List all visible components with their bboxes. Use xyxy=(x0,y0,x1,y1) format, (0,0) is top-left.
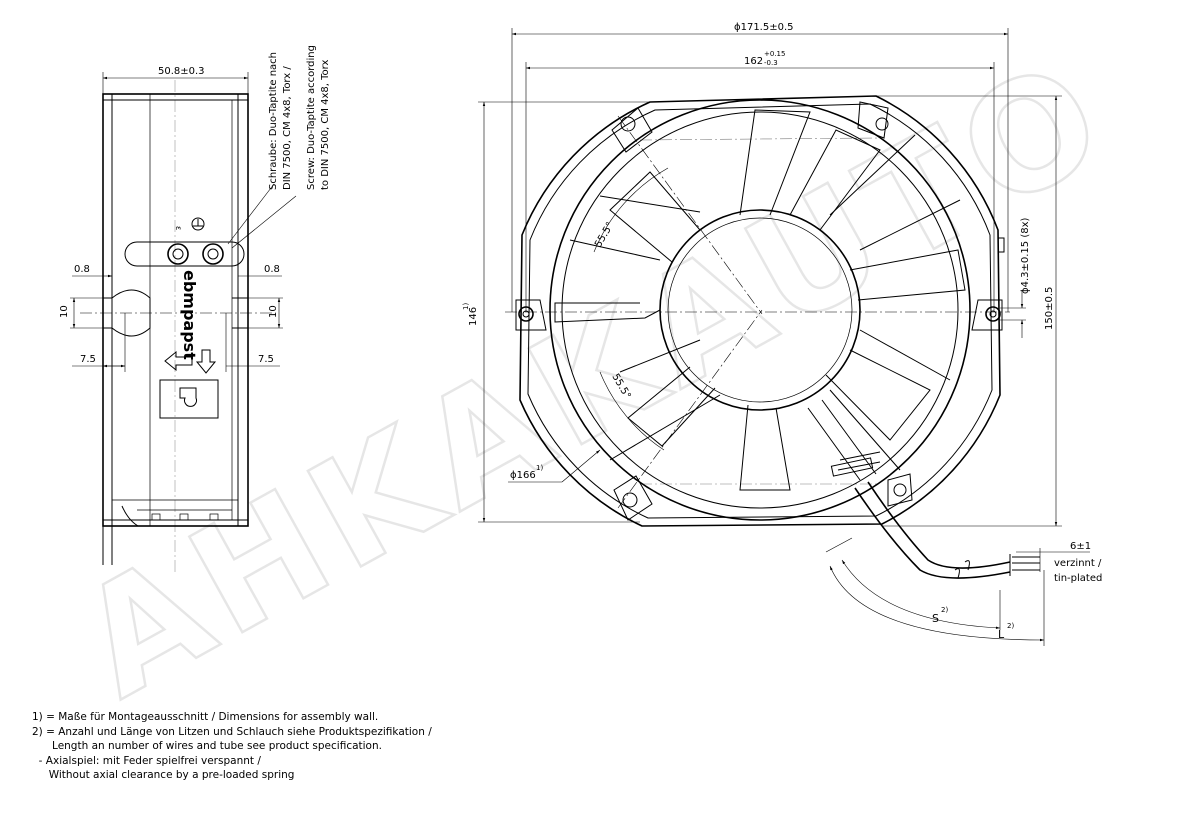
screw-leader-1 xyxy=(227,183,275,245)
tube-note: 2) xyxy=(941,606,948,614)
venturi-outer xyxy=(549,99,971,521)
screw-label-en-2: to DIN 7500, CM 4x8, Torx xyxy=(320,60,331,190)
airflow-arrow-icon xyxy=(164,350,193,372)
footnote-2: 2) = Anzahl und Länge von Litzen und Sch… xyxy=(32,725,432,738)
svg-text:ε: ε xyxy=(174,226,183,230)
dim-right-offset: 0.8 xyxy=(264,264,280,275)
strip-length: 6±1 xyxy=(1070,541,1091,552)
front-centerline-diag-1 xyxy=(617,115,763,315)
length-label: L xyxy=(998,628,1005,641)
tin-label-de: verzinnt / xyxy=(1054,558,1102,569)
dim-cutout-height: 146 xyxy=(468,307,479,326)
side-screw-1 xyxy=(167,243,189,265)
mount-hole-right xyxy=(971,299,1003,331)
footnote-2-en: Length an number of wires and tube see p… xyxy=(32,740,382,753)
watermark: AHKAKAUTO xyxy=(52,24,1139,733)
dim-left-depth: 7.5 xyxy=(80,354,96,365)
mount-hole-bottom-left xyxy=(613,475,653,521)
rotation-arrow-icon xyxy=(195,349,217,374)
side-housing-outline xyxy=(102,93,249,527)
tin-label-en: tin-plated xyxy=(1054,573,1102,584)
dim-hole-tol-lower: -0.3 xyxy=(764,59,778,67)
side-view: ε ebmpapst 50.8±0.3 xyxy=(59,45,331,575)
cable xyxy=(854,487,1011,579)
dim-total-height: 150±0.5 xyxy=(1044,287,1055,330)
angle-top: 55.5° xyxy=(593,220,616,249)
side-screw-rail-caps xyxy=(124,241,245,267)
side-cable xyxy=(102,526,113,565)
front-housing-outline xyxy=(519,95,1001,527)
dim-cutout-diameter-note: 1) xyxy=(536,464,543,472)
front-housing-inner xyxy=(527,103,993,519)
screw-label-en-1: Screw: Duo-Taptite according xyxy=(306,45,317,190)
dim-right-height: 10 xyxy=(268,305,279,318)
screw-leader-2 xyxy=(231,195,297,249)
dim-left-offset: 0.8 xyxy=(74,264,90,275)
dim-left-height: 10 xyxy=(59,305,70,318)
dim-hole-diameter: ϕ4.3±0.15 (8x) xyxy=(1020,217,1031,294)
side-top-flange xyxy=(102,94,249,101)
footnote-1: 1) = Maße für Montageausschnitt / Dimens… xyxy=(32,711,379,723)
dim-cutout-diameter: ϕ166 xyxy=(510,470,536,481)
screw-label-de-2: DIN 7500, CM 4x8, Torx / xyxy=(282,66,293,190)
mount-hole-top-right xyxy=(857,101,889,139)
tube-label: S xyxy=(932,612,939,625)
dim-cutout-height-note: 1) xyxy=(462,303,470,310)
wire-length-arc xyxy=(829,565,1045,642)
mount-hole-bottom-right xyxy=(887,473,913,507)
footnotes: 1) = Maße für Montageausschnitt / Dimens… xyxy=(32,710,432,783)
side-screw-2 xyxy=(202,243,224,265)
cable-strut xyxy=(807,399,881,481)
footnote-axial-de: - Axialspiel: mit Feder spielfrei verspa… xyxy=(32,754,261,767)
brand-label: ebmpapst xyxy=(180,270,199,360)
mount-hole-top-left xyxy=(611,107,653,153)
fan-blades xyxy=(554,109,966,491)
dim-right-depth: 7.5 xyxy=(258,354,274,365)
ground-symbol-icon xyxy=(191,217,205,231)
side-width-dim: 50.8±0.3 xyxy=(158,66,205,77)
front-centerline-diag-2 xyxy=(617,309,763,509)
watermark-text: AHKAKAUTO xyxy=(53,25,1137,731)
length-note: 2) xyxy=(1007,622,1014,630)
screw-label-de-1: Schraube: Duo-Taptite nach xyxy=(268,52,279,190)
dim-outer-diameter: ϕ171.5±0.5 xyxy=(734,22,794,33)
footnote-axial-en: Without axial clearance by a pre-loaded … xyxy=(32,769,295,782)
dim-hole-tol-upper: +0.15 xyxy=(764,50,785,58)
dim-hole-spacing: 162 xyxy=(744,56,763,67)
connector-box xyxy=(159,379,219,419)
venturi-inner xyxy=(561,111,959,509)
